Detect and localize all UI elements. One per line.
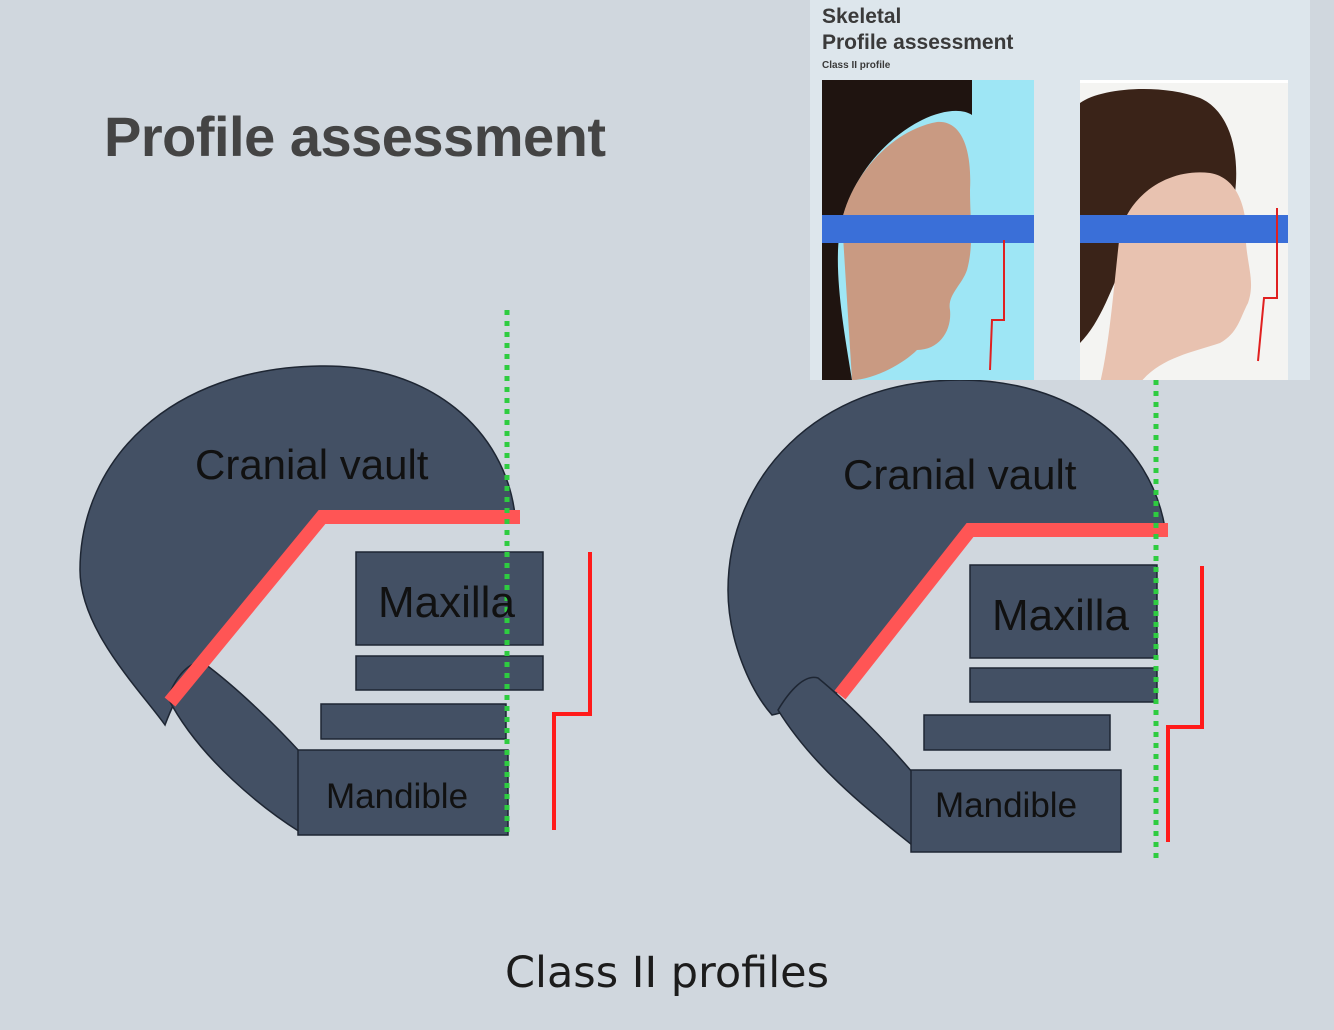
left-photo-profile-line-icon [989,240,1005,371]
left-photo-hair-icon [822,80,972,380]
inset-reference-slide: Skeletal Profile assessment Class II pro… [810,0,1310,380]
right-photo-eye-bar [1080,215,1288,243]
left-mandible-block [297,749,509,836]
right-skull-diagram: Cranial vault Maxilla Mandible [727,379,1204,860]
right-profile-photo-drawing [1080,88,1288,380]
right-cranial-vault-label: Cranial vault [843,451,1077,498]
right-upper-teeth-block [969,667,1158,703]
right-profile-photo [1080,80,1288,380]
slide-caption: Class II profiles [504,948,830,998]
right-photo-profile-line-icon [1257,208,1278,362]
left-profile-photo [822,80,1034,380]
left-cranial-vault-label: Cranial vault [195,441,429,488]
left-profile-photo-drawing [822,80,1034,380]
left-skull-diagram: Cranial vault Maxilla Mandible [79,310,592,838]
inset-title-line2: Profile assessment [822,31,1014,54]
left-maxilla-label: Maxilla [378,578,515,627]
right-profile-line [1166,566,1204,842]
right-cranial-vault-shape [727,379,1166,716]
left-maxilla-block [355,551,544,646]
right-lower-teeth-block [923,714,1111,751]
right-mandible-block [910,769,1122,853]
right-photo-hair-icon [1080,88,1237,344]
left-cranial-base-line [164,510,520,707]
right-mandible-ramus-shape [777,676,924,847]
page-title: Profile assessment [104,105,606,168]
left-profile-line [552,552,592,830]
left-photo-face-silhouette-icon [842,121,972,380]
left-photo-eye-bar [822,215,1034,243]
left-upper-teeth-block [355,655,544,691]
inset-subtitle: Class II profile [822,60,891,71]
left-mandible-label: Mandible [326,777,468,816]
inset-title-line1: Skeletal [822,5,902,28]
right-cranial-base-line [834,523,1168,700]
right-maxilla-label: Maxilla [992,591,1129,640]
right-mandible-label: Mandible [935,786,1077,825]
right-maxilla-block [969,564,1158,659]
left-lower-teeth-block [320,703,507,740]
